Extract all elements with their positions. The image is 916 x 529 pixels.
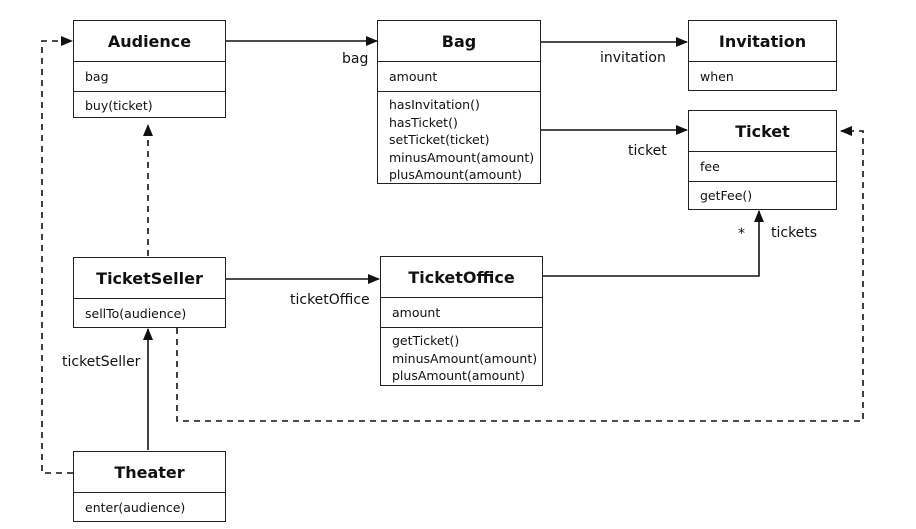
operations-section: hasInvitation() hasTicket() setTicket(ti… xyxy=(378,92,540,184)
attributes-section: bag xyxy=(74,62,225,92)
attribute: when xyxy=(700,69,734,84)
operations-section: enter(audience) xyxy=(74,493,225,517)
class-name: Bag xyxy=(378,21,540,62)
class-name: Theater xyxy=(74,452,225,493)
class-ticketseller: TicketSeller sellTo(audience) xyxy=(73,257,226,328)
attributes-section: fee xyxy=(689,152,836,182)
operation: plusAmount(amount) xyxy=(392,368,525,383)
role-label-tickets: tickets xyxy=(771,225,818,241)
class-name: Ticket xyxy=(689,111,836,152)
multiplicity-label: * xyxy=(738,226,745,242)
class-name: Invitation xyxy=(689,21,836,62)
operation: sellTo(audience) xyxy=(85,306,187,321)
operations-section: buy(ticket) xyxy=(74,92,225,115)
operation: enter(audience) xyxy=(85,500,186,515)
operation: getTicket() xyxy=(392,333,460,348)
operation: hasInvitation() xyxy=(389,97,480,112)
attributes-section: amount xyxy=(378,62,540,92)
theater-audience-dependency xyxy=(41,36,73,474)
class-name: Audience xyxy=(74,21,225,62)
class-name: TicketSeller xyxy=(74,258,225,299)
operations-section: getTicket() minusAmount(amount) plusAmou… xyxy=(381,328,542,385)
class-ticket: Ticket fee getFee() xyxy=(688,110,837,210)
attribute: fee xyxy=(700,159,720,174)
role-label-invitation: invitation xyxy=(600,50,666,66)
role-label-ticketoffice: ticketOffice xyxy=(290,292,370,308)
operation: setTicket(ticket) xyxy=(389,132,490,147)
operation: minusAmount(amount) xyxy=(389,149,535,165)
office-ticket-association xyxy=(543,210,764,277)
role-label-bag: bag xyxy=(342,51,369,67)
class-audience: Audience bag buy(ticket) xyxy=(73,20,226,118)
attributes-section: when xyxy=(689,62,836,86)
operations-section: getFee() xyxy=(689,182,836,205)
attribute: amount xyxy=(389,69,438,84)
operation: plusAmount(amount) xyxy=(389,167,522,182)
class-ticketoffice: TicketOffice amount getTicket() minusAmo… xyxy=(380,256,543,386)
attributes-section: amount xyxy=(381,298,542,328)
role-label-ticket: ticket xyxy=(628,143,667,159)
operations-section: sellTo(audience) xyxy=(74,299,225,323)
operation: getFee() xyxy=(700,188,753,203)
role-label-ticketseller: ticketSeller xyxy=(62,354,141,370)
operation: hasTicket() xyxy=(389,114,458,130)
class-name: TicketOffice xyxy=(381,257,542,298)
attribute: amount xyxy=(392,305,441,320)
class-theater: Theater enter(audience) xyxy=(73,451,226,522)
operation: minusAmount(amount) xyxy=(392,350,538,366)
class-bag: Bag amount hasInvitation() hasTicket() s… xyxy=(377,20,541,184)
attribute: bag xyxy=(85,69,109,84)
class-invitation: Invitation when xyxy=(688,20,837,91)
operation: buy(ticket) xyxy=(85,98,153,113)
